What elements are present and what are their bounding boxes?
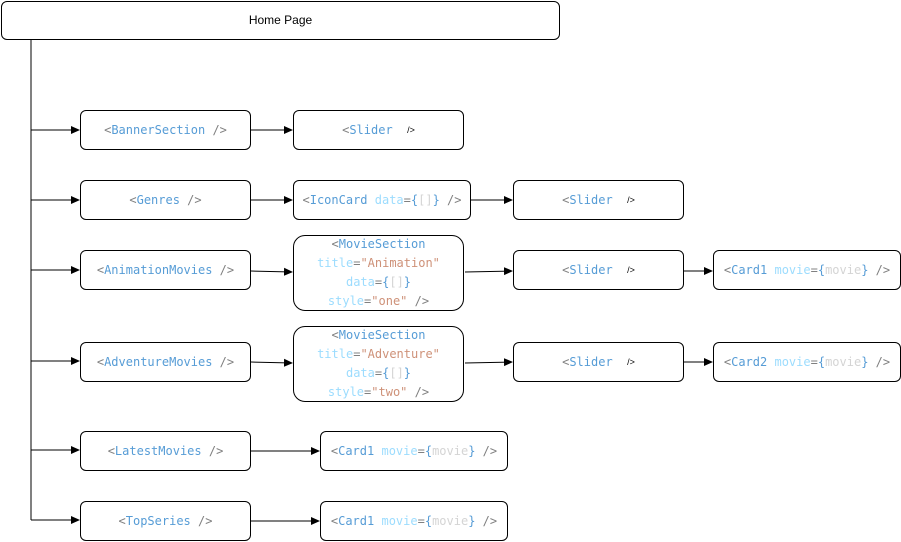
component-name: Slider [569, 354, 613, 369]
component-name: Slider [569, 262, 613, 277]
home-page-node: Home Page [1, 1, 560, 40]
component-name: Card1 [338, 443, 375, 458]
slider-node: <Slider /> [293, 110, 464, 150]
component-name: Card1 [731, 262, 768, 277]
latest-movies-node: <LatestMovies /> [80, 431, 251, 471]
slider-node: <Slider /> [513, 180, 684, 220]
component-name: Card1 [338, 513, 375, 528]
card2-node: <Card2 movie={movie} /> [713, 342, 901, 382]
component-name: AnimationMovies [104, 262, 213, 277]
component-name: Slider [569, 192, 613, 207]
component-name: Slider [349, 122, 393, 137]
component-name: MovieSection [338, 328, 426, 342]
slider-node: <Slider /> [513, 342, 684, 382]
card1-node: <Card1 movie={movie} /> [713, 250, 901, 290]
card1-node: <Card1 movie={movie} /> [320, 431, 508, 471]
component-name: LatestMovies [114, 443, 202, 458]
animation-movies-node: <AnimationMovies /> [80, 250, 251, 290]
movie-section-node: <MovieSection title="Animation" data={[]… [293, 235, 464, 311]
component-name: IconCard [309, 192, 368, 207]
top-series-node: <TopSeries /> [80, 501, 251, 541]
genres-node: <Genres /> [80, 180, 251, 220]
edge-arrow [250, 267, 293, 276]
component-name: MovieSection [338, 237, 426, 251]
component-name: Genres [136, 192, 180, 207]
home-page-label: Home Page [248, 13, 313, 27]
edge-arrow [464, 358, 513, 367]
edge-arrow [250, 358, 293, 367]
component-name: BannerSection [111, 122, 206, 137]
component-name: Card2 [731, 354, 768, 369]
adventure-movies-node: <AdventureMovies /> [80, 342, 251, 382]
component-name: TopSeries [125, 513, 191, 528]
card1-node: <Card1 movie={movie} /> [320, 501, 508, 541]
movie-section-node: <MovieSection title="Adventure" data={[]… [293, 326, 464, 402]
slider-node: <Slider /> [513, 250, 684, 290]
icon-card-node: <IconCard data={[]} /> [293, 180, 471, 220]
edge-arrow [464, 267, 513, 276]
banner-section-node: <BannerSection /> [80, 110, 251, 150]
component-name: AdventureMovies [104, 354, 213, 369]
